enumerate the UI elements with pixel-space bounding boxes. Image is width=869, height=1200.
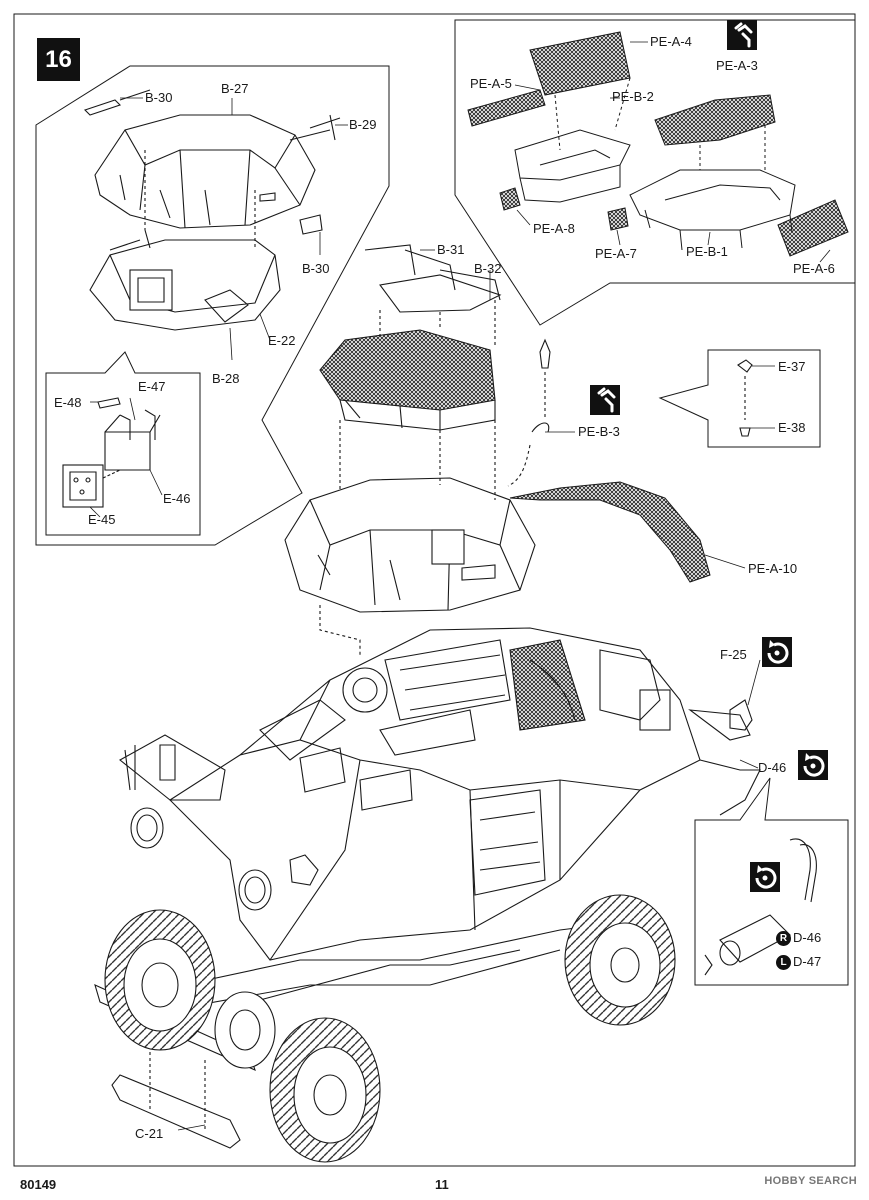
label-e22: E-22: [268, 333, 296, 348]
label-b31: B-31: [437, 242, 465, 257]
label-b30-top: B-30: [145, 90, 173, 105]
label-f25: F-25: [720, 647, 747, 662]
page-number: 11: [435, 1177, 449, 1192]
label-d46-main: D-46: [758, 760, 787, 775]
label-pe-a5: PE-A-5: [470, 76, 512, 91]
label-pe-a10: PE-A-10: [748, 561, 798, 576]
label-b30-bottom: B-30: [302, 261, 330, 276]
rotate-icon: [762, 637, 792, 667]
product-code: 80149: [20, 1177, 57, 1192]
left-badge: L: [776, 955, 791, 971]
label-b27: B-27: [221, 81, 249, 96]
bend-icon-2: [590, 385, 620, 415]
label-e48: E-48: [54, 395, 82, 410]
label-e37: E-37: [778, 359, 806, 374]
bend-icon: [727, 20, 757, 50]
label-e47: E-47: [138, 379, 166, 394]
label-d46-detail: D-46: [793, 930, 822, 945]
rotate-icon-3: [750, 862, 780, 892]
right-badge: R: [776, 931, 791, 947]
label-b28: B-28: [212, 371, 240, 386]
label-pe-a6: PE-A-6: [793, 261, 835, 276]
watermark-text: HOBBY SEARCH: [764, 1175, 857, 1187]
label-d47-detail: D-47: [793, 954, 822, 969]
label-pe-b3: PE-B-3: [578, 424, 620, 439]
label-pe-a3: PE-A-3: [716, 58, 758, 73]
label-b29: B-29: [349, 117, 377, 132]
label-c21: C-21: [135, 1126, 164, 1141]
label-pe-a8: PE-A-8: [533, 221, 575, 236]
label-e46: E-46: [163, 491, 191, 506]
label-pe-b1: PE-B-1: [686, 244, 728, 259]
label-b32: B-32: [474, 261, 502, 276]
label-e38: E-38: [778, 420, 806, 435]
label-pe-b2: PE-B-2: [612, 89, 654, 104]
rotate-icon-2: [798, 750, 828, 780]
step-number-badge: 16: [37, 38, 80, 81]
label-pe-a4: PE-A-4: [650, 34, 692, 49]
label-e45: E-45: [88, 512, 116, 527]
label-pe-a7: PE-A-7: [595, 246, 637, 261]
